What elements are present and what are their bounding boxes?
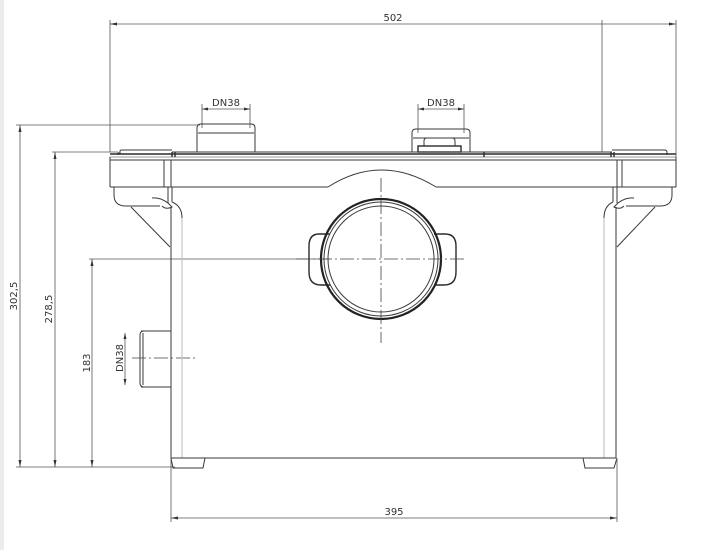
- dimension-overall-width: 502: [109, 13, 677, 160]
- dim-label-dn38-top-left: DN38: [212, 98, 240, 109]
- dim-label-278-5: 278,5: [44, 295, 55, 324]
- top-inlet-left: [196, 123, 256, 152]
- dimension-body-height: 278,5: [44, 151, 118, 467]
- lid: [109, 149, 677, 188]
- left-bracket: [113, 187, 183, 458]
- outlet-port: [296, 178, 467, 343]
- dimension-inlet-top-right: DN38: [417, 98, 465, 133]
- dim-label-302-5: 302,5: [9, 282, 20, 311]
- dimension-overall-height: 302,5: [9, 124, 200, 468]
- dimension-outlet-center-height: 183: [82, 258, 330, 467]
- dim-label-502: 502: [383, 13, 402, 24]
- top-inlet-right: [411, 128, 471, 153]
- right-bracket: [603, 187, 673, 458]
- dim-label-dn38-side: DN38: [115, 344, 126, 372]
- dim-label-183: 183: [82, 353, 93, 372]
- dim-label-395: 395: [384, 507, 403, 518]
- side-inlet: DN38: [115, 330, 198, 388]
- dimension-base-width: 395: [170, 458, 618, 522]
- dim-label-dn38-top-right: DN38: [427, 98, 455, 109]
- left-edge-strip: [0, 0, 4, 550]
- base: [170, 457, 618, 469]
